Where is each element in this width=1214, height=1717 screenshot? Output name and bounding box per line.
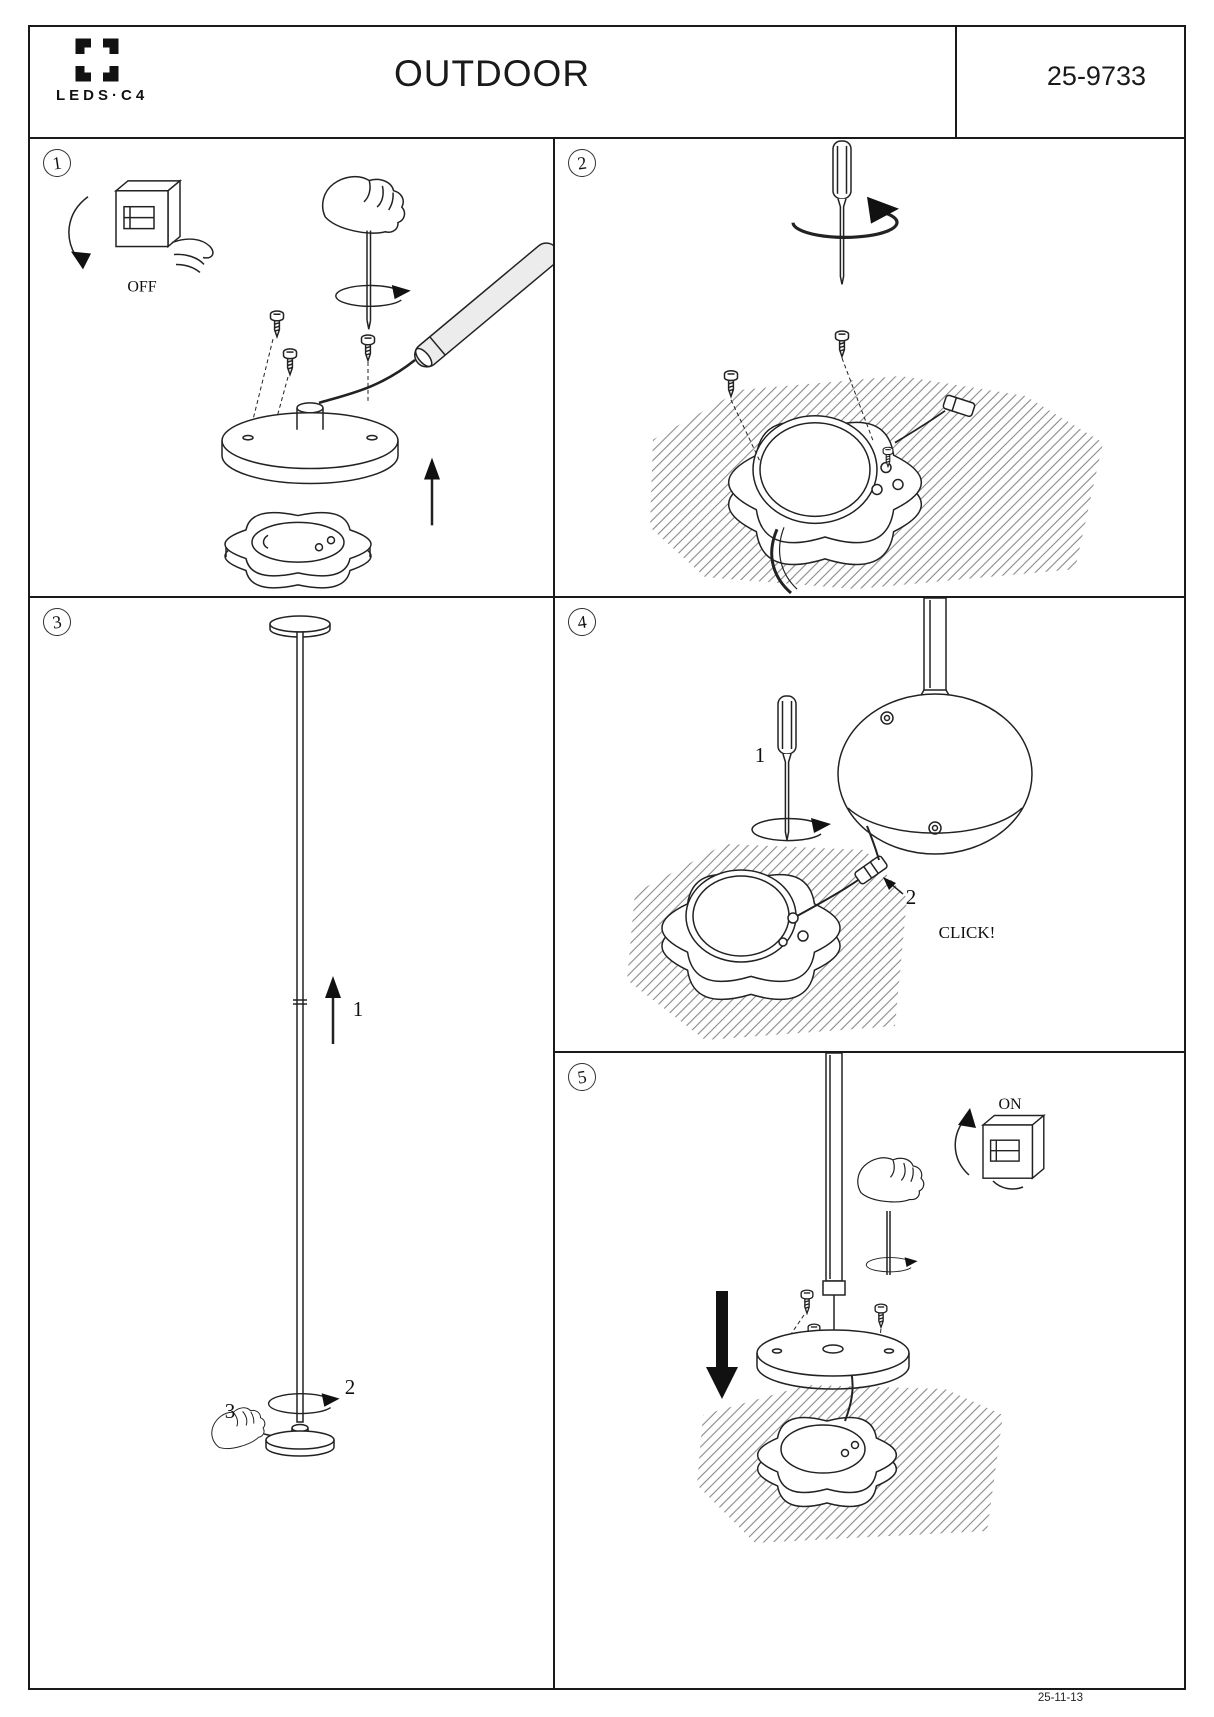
cable-icon xyxy=(770,528,792,595)
step-label: 1 xyxy=(353,997,364,1021)
step4-panel: 4 xyxy=(555,598,1184,1053)
steps-grid: 1 xyxy=(30,139,1184,1688)
screwdriver-icon xyxy=(751,695,832,842)
brand-name: LEDS·C4 xyxy=(56,87,149,104)
hand-icon xyxy=(171,238,214,273)
cable-icon xyxy=(318,359,416,405)
cover-plate-icon xyxy=(756,1329,910,1390)
rotation-arrow-icon xyxy=(751,817,832,842)
breaker-icon xyxy=(954,1108,1045,1190)
rotation-arrow-icon xyxy=(335,284,412,308)
click-label: CLICK! xyxy=(939,923,996,942)
pole-icon xyxy=(822,1053,846,1341)
rotation-arrow-icon xyxy=(267,1392,341,1415)
page-title: OUTDOOR xyxy=(393,53,591,94)
on-label: ON xyxy=(998,1096,1022,1113)
junction-box-icon xyxy=(660,869,842,1001)
rotation-arrow-icon xyxy=(865,1256,919,1273)
header: LEDS·C4 OUTDOOR 25-9733 xyxy=(30,27,1184,139)
connector-icon xyxy=(942,394,976,418)
up-arrow-icon xyxy=(325,976,341,1044)
rotation-arrow-icon xyxy=(791,196,899,239)
step2-panel: 2 xyxy=(555,139,1184,598)
step4-illustration: 1 xyxy=(627,598,1033,1040)
screwdriver-icon xyxy=(832,140,852,286)
footer-date: 25-11-13 xyxy=(1037,1692,1083,1704)
screws-icon xyxy=(250,310,376,432)
lamp-base-icon xyxy=(837,598,1033,855)
base-plate-icon xyxy=(265,1423,335,1457)
mounting-tube-icon xyxy=(414,242,553,368)
step2-illustration xyxy=(650,140,1103,595)
step-label: 2 xyxy=(906,885,917,909)
step1-panel: 1 xyxy=(30,139,555,598)
pole-icon xyxy=(269,615,331,1423)
step3-illustration: 1 2 3 xyxy=(206,615,364,1457)
header-divider xyxy=(955,27,957,137)
junction-box-icon xyxy=(224,511,372,589)
screws-icon xyxy=(723,330,874,464)
step1-illustration: OFF xyxy=(68,166,553,589)
connector-icon xyxy=(796,825,888,917)
step-label: 3 xyxy=(225,1399,236,1423)
step5-panel: 5 xyxy=(555,1053,1184,1688)
brand-logo: LEDS·C4 xyxy=(56,37,206,104)
junction-box-icon xyxy=(756,1416,898,1508)
model-number: 25-9733 xyxy=(1046,61,1146,91)
page-border: LEDS·C4 OUTDOOR 25-9733 1 xyxy=(28,25,1186,1690)
off-label: OFF xyxy=(127,278,156,295)
pointer-arrow-icon xyxy=(883,877,904,895)
up-arrow-icon xyxy=(424,457,440,526)
hand-screwdriver-icon xyxy=(854,1152,928,1275)
step5-illustration: ON xyxy=(697,1053,1045,1543)
step3-panel: 3 1 xyxy=(30,598,555,1688)
turn-off-arrow-icon xyxy=(68,196,91,270)
breaker-icon xyxy=(115,180,181,248)
hand-screwdriver-icon xyxy=(316,166,413,330)
step-label: 2 xyxy=(345,1375,356,1399)
cover-plate-icon xyxy=(221,402,399,485)
junction-box-icon xyxy=(727,394,976,595)
down-arrow-icon xyxy=(706,1291,738,1399)
step-label: 1 xyxy=(755,743,766,767)
brand-logo-icon xyxy=(75,38,119,82)
